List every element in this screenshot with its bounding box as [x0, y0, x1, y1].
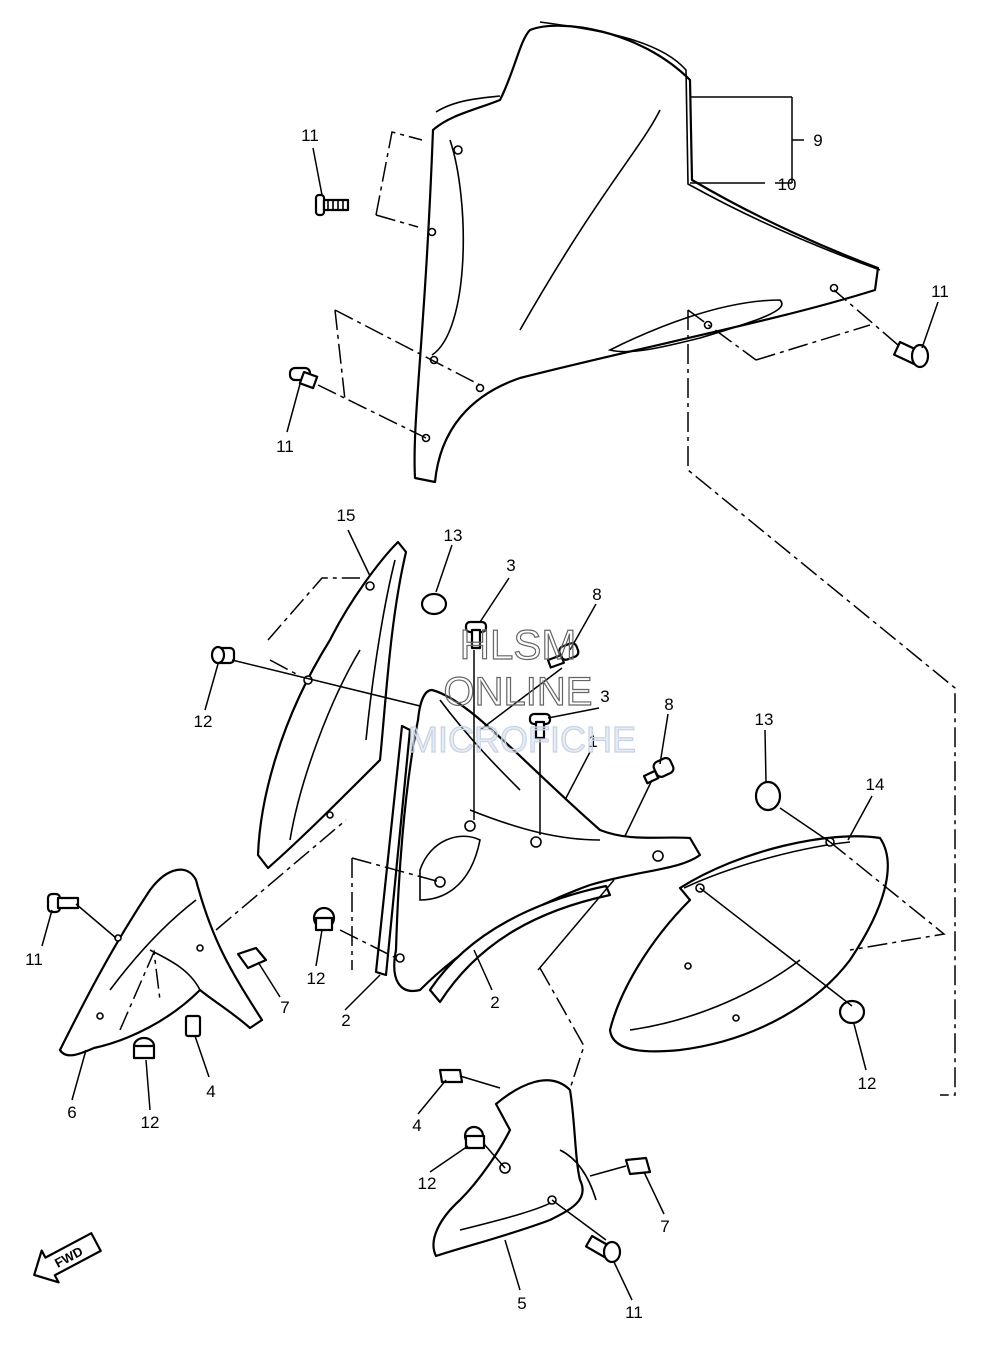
callout-11: 11 [625, 1303, 643, 1322]
collar-12-lower [463, 1125, 486, 1150]
screw-8-upper [546, 642, 580, 669]
screw-3-upper [464, 620, 488, 650]
collar-12-center [312, 906, 336, 932]
callout-bracket-9-10 [690, 96, 804, 184]
edge-trim-2-right [428, 884, 612, 1004]
callout-leaders [41, 147, 939, 1301]
callout-13: 13 [755, 710, 774, 729]
screw-11-lower [584, 1234, 622, 1264]
callout-3: 3 [600, 687, 609, 706]
edge-trim-2-left [374, 724, 412, 977]
callout-12: 12 [858, 1074, 877, 1093]
screw-8-lower [642, 756, 675, 785]
speed-nut-4-left [184, 1014, 202, 1038]
mounting-lines-left [75, 903, 161, 1031]
callout-4: 4 [412, 1116, 421, 1135]
screw-11-mid-left [288, 366, 319, 390]
callout-12: 12 [307, 969, 326, 988]
grommet-13-upper [420, 592, 448, 616]
callout-15: 15 [337, 506, 356, 525]
grommet-13-right [754, 780, 782, 812]
speed-nut-7-left [236, 946, 268, 970]
speed-nut-4-lower [438, 1068, 464, 1084]
callout-2: 2 [490, 993, 499, 1012]
callout-7: 7 [280, 998, 289, 1017]
callout-7: 7 [660, 1217, 669, 1236]
screw-11-right [892, 340, 930, 369]
callout-10: 10 [778, 175, 797, 194]
watermark: HLSM ONLINE MICROFICHE [407, 620, 636, 760]
forward-direction-arrow: FWD [33, 1232, 102, 1284]
windscreen-part [413, 21, 881, 484]
mounting-lines-upper [317, 131, 956, 1096]
mounting-lines-right [699, 807, 946, 1007]
watermark-line-3: MICROFICHE [408, 719, 636, 760]
watermark-line-1: HLSM [460, 621, 577, 668]
callout-12: 12 [141, 1113, 160, 1132]
callout-8: 8 [664, 695, 673, 714]
lower-panel-6 [58, 868, 264, 1057]
callout-3: 3 [506, 556, 515, 575]
callout-11: 11 [25, 950, 43, 969]
callout-labels: 9 10 11 11 11 15 13 3 8 3 8 1 13 14 12 1… [25, 126, 949, 1322]
collar-12-right [838, 999, 866, 1025]
callout-11: 11 [276, 437, 294, 456]
callout-4: 4 [206, 1082, 215, 1101]
callout-5: 5 [517, 1294, 526, 1313]
screw-3-lower [528, 712, 552, 740]
mounting-lines-lower [459, 1075, 627, 1241]
callout-14: 14 [866, 775, 885, 794]
callout-1: 1 [588, 732, 597, 751]
callout-12: 12 [194, 712, 213, 731]
callout-2: 2 [341, 1011, 350, 1030]
under-panel-5 [432, 1079, 597, 1258]
callout-9: 9 [813, 131, 822, 150]
callout-6: 6 [67, 1103, 76, 1122]
callout-11: 11 [301, 126, 319, 145]
watermark-line-2: ONLINE [444, 670, 593, 714]
collar-12-upper [210, 645, 236, 665]
callout-12: 12 [418, 1174, 437, 1193]
side-panel-14 [608, 835, 889, 1053]
screw-11-upper-left [314, 193, 350, 217]
callout-11: 11 [931, 282, 949, 301]
collar-12-left-lower [132, 1036, 156, 1060]
callout-8: 8 [592, 585, 601, 604]
callout-13: 13 [444, 526, 463, 545]
speed-nut-7-lower [624, 1156, 652, 1176]
inner-panel-15 [256, 540, 408, 870]
screw-11-left-lower [46, 892, 80, 914]
